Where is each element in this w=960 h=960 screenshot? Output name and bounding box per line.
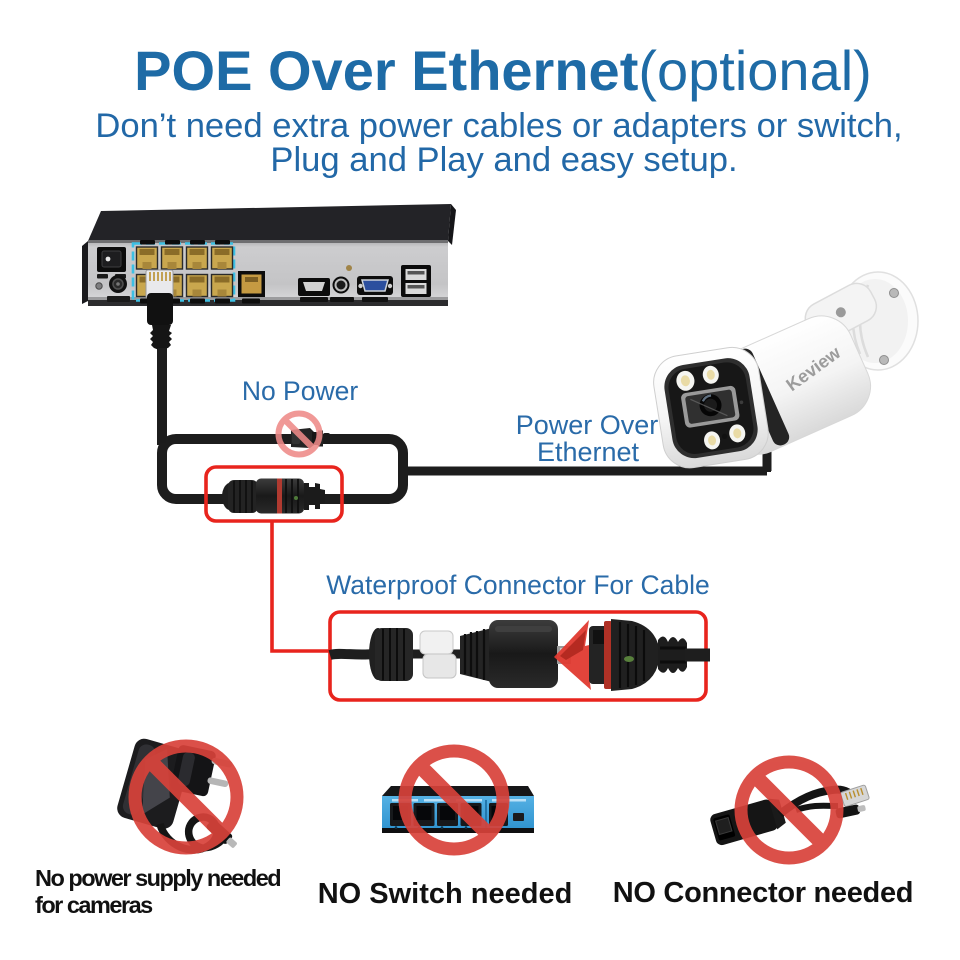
- svg-text:Power Over: Power Over: [516, 410, 659, 440]
- svg-text:Waterproof Connector For Cable: Waterproof Connector For Cable: [326, 570, 709, 600]
- svg-text:No Power: No Power: [242, 376, 359, 406]
- svg-text:for cameras: for cameras: [35, 892, 153, 918]
- svg-text:NO Connector needed: NO Connector needed: [613, 877, 913, 909]
- svg-text:NO Switch needed: NO Switch needed: [318, 878, 573, 910]
- svg-text:Plug and Play and easy setup.: Plug and Play and easy setup.: [270, 141, 737, 179]
- svg-text:POE Over Ethernet(optional): POE Over Ethernet(optional): [134, 39, 872, 102]
- svg-text:Ethernet: Ethernet: [537, 437, 640, 467]
- svg-text:Don’t need extra power cables: Don’t need extra power cables or adapter…: [95, 107, 902, 145]
- svg-text:No power supply needed: No power supply needed: [35, 865, 280, 891]
